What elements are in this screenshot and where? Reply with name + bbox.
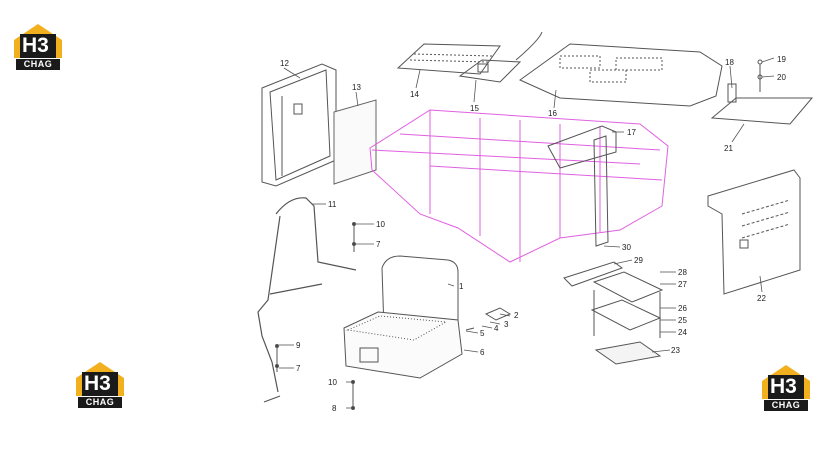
callout-label: 30 [622,243,631,252]
callout-label: 6 [480,348,485,357]
part-mount-plate [710,59,814,125]
callout-label: 8 [332,404,337,413]
part-grab-handle [257,197,357,403]
house-icon [762,365,810,399]
callout-label: 7 [296,364,301,373]
part-grille-plate [396,43,501,75]
part-seat-box [343,255,463,379]
callout-label: 1 [459,282,464,291]
logo-mark: H3 [770,375,797,398]
callout-label: 15 [470,104,479,113]
part-side-panel [707,169,801,295]
part-back-panel [261,63,337,187]
brand-logo-top-left: H3 CHAG [10,22,66,72]
brand-logo-bottom-right: H3 CHAG [758,363,814,413]
part-main-frame [369,109,669,263]
house-icon [76,362,124,396]
part-bracket-assembly [458,31,543,83]
callout-label: 5 [480,329,485,338]
callout-label: 10 [328,378,337,387]
callout-label: 3 [504,320,509,329]
callout-label: 2 [514,311,519,320]
callout-label: 12 [280,59,289,68]
part-small-bracket [465,307,512,331]
logo-mark: H3 [22,34,49,57]
callout-label: 18 [725,58,734,67]
logo-brand-text: CHAG [16,59,60,70]
brand-logo-bottom-left: H3 CHAG [72,360,128,410]
part-roof [519,43,723,107]
callout-label: 23 [671,346,680,355]
part-rear-post [547,125,617,247]
callout-label: 27 [678,280,687,289]
callout-label: 20 [777,73,786,82]
callout-label: 7 [376,240,381,249]
callout-label: 10 [376,220,385,229]
part-pad [333,99,377,185]
callout-label: 17 [627,128,636,137]
callout-label: 22 [757,294,766,303]
callout-label: 14 [410,90,419,99]
callout-label: 24 [678,328,687,337]
part-fasteners [275,222,356,410]
house-icon [14,24,62,58]
callout-label: 25 [678,316,687,325]
callout-label: 9 [296,341,301,350]
callout-label: 19 [777,55,786,64]
callout-label: 21 [724,144,733,153]
callout-label: 4 [494,324,499,333]
callout-label: 16 [548,109,557,118]
callout-label: 11 [328,200,337,209]
callout-label: 13 [352,83,361,92]
callout-label: 29 [634,256,643,265]
callout-label: 28 [678,268,687,277]
callout-leaders [279,57,775,409]
logo-mark: H3 [84,372,111,395]
part-strip [563,261,624,287]
part-battery-tray [590,271,664,365]
logo-brand-text: CHAG [78,397,122,408]
callout-label: 26 [678,304,687,313]
logo-brand-text: CHAG [764,400,808,411]
